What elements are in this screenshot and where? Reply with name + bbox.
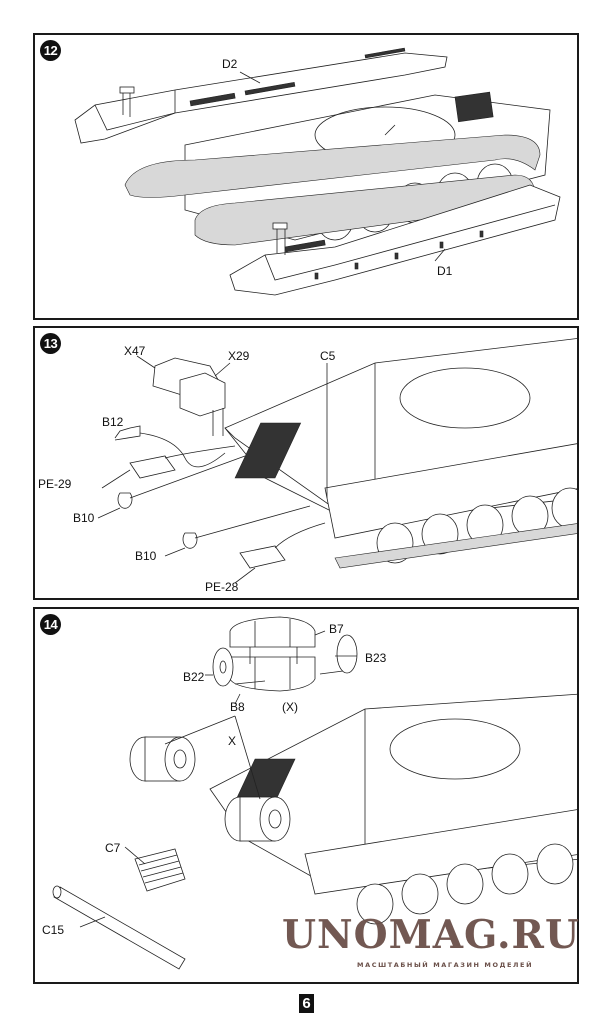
part-label-pe29: PE-29 <box>38 477 72 491</box>
step-13-rear-hull-illustration <box>97 338 577 584</box>
part-label-b10-upper: B10 <box>73 511 95 525</box>
fuel-drum-lower <box>224 796 291 842</box>
part-label-c5: C5 <box>320 349 336 363</box>
road-wheels <box>356 843 574 925</box>
part-label-b23: B23 <box>365 651 387 665</box>
part-label-b8: B8 <box>230 700 245 714</box>
part-label-b10-lower: B10 <box>135 549 157 563</box>
part-label-c15: C15 <box>42 923 65 937</box>
part-label-d2: D2 <box>222 57 238 71</box>
step-13-panel: 13 <box>33 326 579 600</box>
step-12-hull-illustration <box>74 47 561 296</box>
step-number-badge: 12 <box>40 40 61 61</box>
part-label-d1: D1 <box>437 264 453 278</box>
c7-grille-part <box>134 848 186 892</box>
mounting-pins <box>314 230 484 280</box>
road-wheels <box>376 487 577 564</box>
track-left <box>124 134 541 198</box>
drum-exploded-view <box>212 616 358 692</box>
watermark-title: UNOMAG.RU <box>282 912 580 958</box>
part-label-x29: X29 <box>228 349 250 363</box>
step-12-panel: 12 <box>33 33 579 320</box>
page-number: 6 <box>299 994 314 1013</box>
part-label-b7: B7 <box>329 622 344 636</box>
part-label-b12: B12 <box>102 415 124 429</box>
step-14-fuel-drum-illustration <box>52 616 577 970</box>
step-14-panel: 14 <box>33 607 579 984</box>
part-label-pe28: PE-28 <box>205 580 239 594</box>
step-number-badge: 14 <box>40 614 61 635</box>
step-number-badge: 13 <box>40 333 61 354</box>
part-label-c7: C7 <box>105 841 121 855</box>
fuel-drum-upper <box>129 736 196 782</box>
part-label-x: X <box>228 734 237 748</box>
watermark-subtitle: МАСШТАБНЫЙ МАГАЗИН МОДЕЛЕЙ <box>357 961 534 969</box>
part-label-x47: X47 <box>124 344 146 358</box>
c15-pole-part <box>52 885 186 970</box>
part-label-b22: B22 <box>183 670 205 684</box>
subassembly-label-x: (X) <box>282 700 298 714</box>
